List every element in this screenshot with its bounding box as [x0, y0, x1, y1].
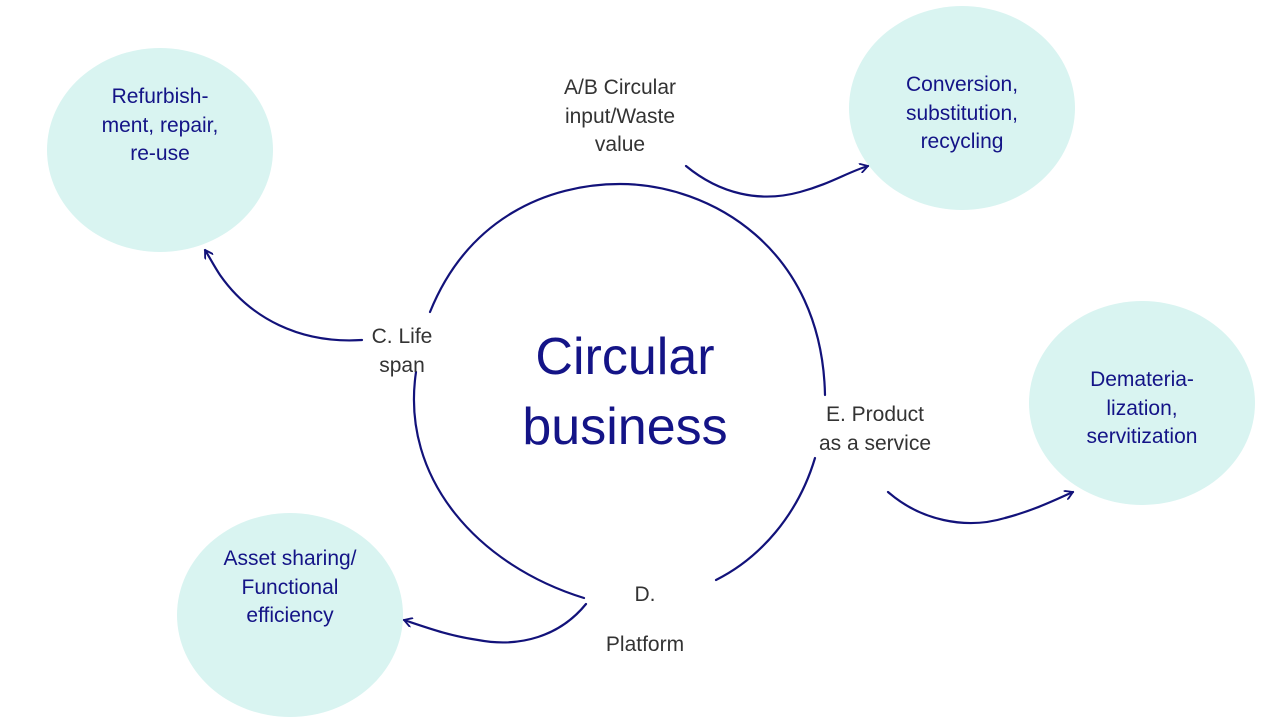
- arrow-to-conversion: [684, 166, 870, 198]
- outcome-dematerialization-label: Demateria- lization, servitization: [1086, 368, 1198, 449]
- ring-left-arc: [412, 370, 586, 600]
- strategy-platform-label: D. Platform: [605, 583, 685, 657]
- outcome-refurbish-label: Refurbish- ment, repair, re-use: [101, 85, 219, 166]
- arrow-to-asset-sharing: [402, 602, 588, 644]
- outcome-conversion-label: Conversion, substitution, recycling: [905, 73, 1019, 154]
- center-title: Circular business: [522, 328, 728, 457]
- bubble-conversion: [849, 6, 1075, 210]
- bubble-asset-sharing: [177, 513, 403, 717]
- arrow-to-refurbish: [203, 248, 364, 342]
- outcome-asset-sharing-label: Asset sharing/ Functional efficiency: [223, 547, 357, 628]
- arrow-to-dematerialization: [886, 492, 1075, 525]
- strategy-product-service-label: E. Product as a service: [818, 403, 932, 455]
- ring-top-arc: [428, 182, 827, 397]
- bubble-refurbish: [47, 48, 273, 252]
- strategy-circular-input-label: A/B Circular input/Waste value: [563, 76, 677, 157]
- ring-right-arc: [714, 456, 817, 582]
- strategy-life-span-label: C. Life span: [371, 325, 433, 377]
- bubble-dematerialization: [1029, 301, 1255, 505]
